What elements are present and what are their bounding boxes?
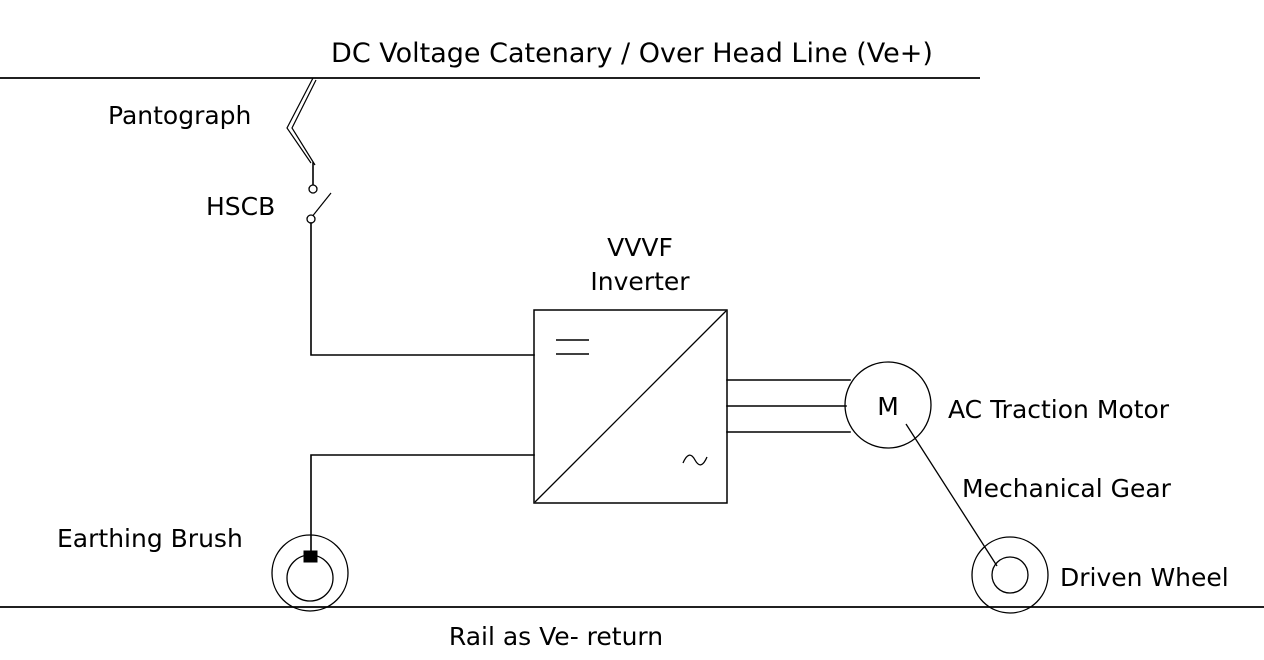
mechanical-gear-label: Mechanical Gear [962,474,1172,503]
mechanical-gear-linkage [905,423,998,567]
catenary-title-label: DC Voltage Catenary / Over Head Line (Ve… [331,38,933,69]
hscb-switch-blade [310,192,332,219]
inverter-label-line1: VVVF [607,233,673,262]
wire-hscb-to-inverter-dc-positive [310,222,535,356]
hscb-label: HSCB [206,192,275,221]
ac-traction-motor-symbol [844,361,932,449]
driven-wheel-inner-circle [991,556,1029,594]
earthing-brush-label: Earthing Brush [57,524,243,553]
inverter-label-line2: Inverter [590,267,690,296]
earthing-brush-wheel-outer-circle [271,534,349,612]
pantograph-label: Pantograph [108,101,251,130]
wire-inverter-to-earthing-brush-negative [310,454,535,558]
pantograph-arm-lower [291,79,317,166]
converter-diagonal-divider-icon [534,310,727,503]
driven-wheel-outer-circle [971,536,1049,614]
ac-traction-motor-label: AC Traction Motor [948,395,1170,424]
earthing-brush-contact-block [303,550,318,563]
hscb-lower-terminal [306,214,316,224]
motor-symbol-label: M [877,392,899,421]
pantograph-arm-upper [286,77,314,164]
driven-wheel-label: Driven Wheel [1060,563,1229,592]
rail-return-label: Rail as Ve- return [449,622,663,651]
hscb-upper-terminal [308,184,318,194]
ac-symbol-icon [682,454,708,466]
